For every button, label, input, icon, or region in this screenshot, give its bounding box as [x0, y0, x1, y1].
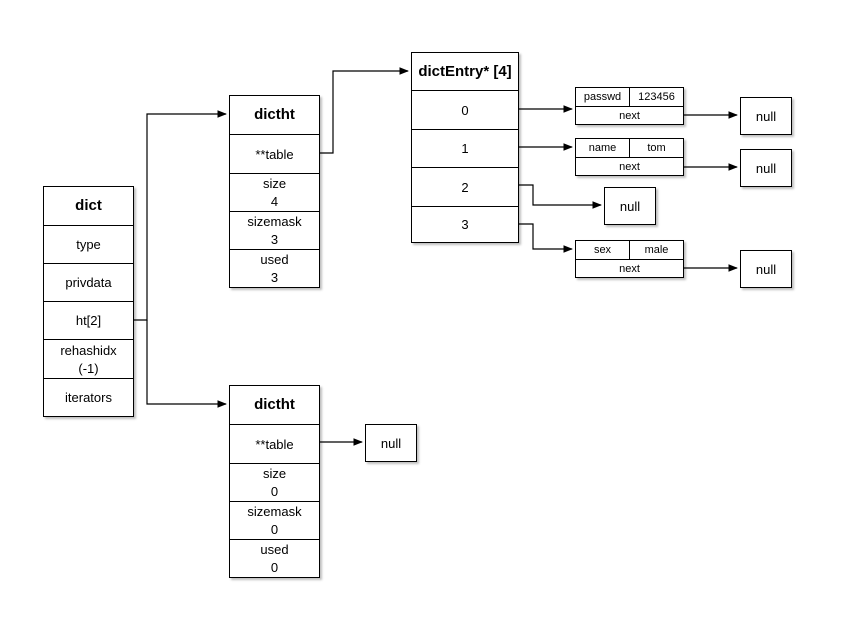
dictentry-node-0: passwd 123456 next	[575, 87, 684, 125]
entry-next: next	[619, 263, 640, 275]
size-value: 0	[270, 484, 279, 499]
dictentry-array-title: dictEntry* [4]	[418, 62, 512, 80]
size-label: size	[262, 466, 287, 481]
dictht-1: dictht **table size 0 sizemask 0 used 0	[229, 385, 320, 578]
arrow-table-to-dictentry	[320, 67, 409, 154]
null-box-entry1-next: null	[740, 149, 792, 187]
dictentry-node-1: name tom next	[575, 138, 684, 176]
entry-key: name	[576, 139, 630, 157]
null-box-slot2: null	[604, 187, 656, 225]
sizemask-label: sizemask	[247, 504, 302, 519]
null-box-entry0-next: null	[740, 97, 792, 135]
dict-field-iterators: iterators	[44, 378, 133, 417]
entry-value: 123456	[638, 91, 675, 103]
dict-field-type: type	[44, 225, 133, 264]
dictht-0: dictht **table size 4 sizemask 3 used 3	[229, 95, 320, 288]
arrow-slot3-to-entry	[519, 223, 573, 253]
dictentry-slot-0: 0	[412, 90, 518, 130]
dictentry-slot-1: 1	[412, 129, 518, 168]
arrow-ht-to-dictht-1	[146, 320, 227, 408]
entry-value: male	[644, 244, 669, 256]
dictht-0-used: used 3	[230, 249, 319, 288]
null-box-ht1-table: null	[365, 424, 417, 462]
size-value: 4	[270, 194, 279, 209]
sizemask-value: 0	[270, 522, 279, 537]
dictht-1-used: used 0	[230, 539, 319, 578]
entry-value: tom	[647, 142, 666, 154]
arrow-ht-to-dictht-0	[134, 110, 227, 321]
arrow-slot2-to-null	[519, 184, 602, 209]
dict-field-rehashidx: rehashidx (-1)	[44, 339, 133, 379]
used-label: used	[260, 252, 289, 267]
dictentry-slot-2: 2	[412, 167, 518, 207]
dictentry-slot-3: 3	[412, 206, 518, 243]
used-label: used	[260, 542, 289, 557]
dictht-0-sizemask: sizemask 3	[230, 211, 319, 250]
used-value: 0	[270, 560, 279, 575]
sizemask-value: 3	[270, 232, 279, 247]
dictentry-array: dictEntry* [4] 0 1 2 3	[411, 52, 519, 243]
dictht-1-sizemask: sizemask 0	[230, 501, 319, 540]
dictht-0-table: **table	[230, 134, 319, 174]
dict-title: dict	[75, 197, 102, 214]
dict-struct: dict type privdata ht[2] rehashidx (-1) …	[43, 186, 134, 417]
size-label: size	[262, 176, 287, 191]
entry-next: next	[619, 161, 640, 173]
null-box-entry2-next: null	[740, 250, 792, 288]
entry-key: sex	[576, 241, 630, 259]
entry-key: passwd	[576, 88, 630, 106]
dictht-1-title: dictht	[254, 396, 295, 413]
entry-next: next	[619, 110, 640, 122]
dictentry-node-2: sex male next	[575, 240, 684, 278]
dict-field-privdata: privdata	[44, 263, 133, 302]
dictht-1-table: **table	[230, 424, 319, 464]
dict-field-ht: ht[2]	[44, 301, 133, 340]
dictht-1-size: size 0	[230, 463, 319, 502]
used-value: 3	[270, 270, 279, 285]
sizemask-label: sizemask	[247, 214, 302, 229]
dictht-0-size: size 4	[230, 173, 319, 212]
dictht-0-title: dictht	[254, 106, 295, 123]
